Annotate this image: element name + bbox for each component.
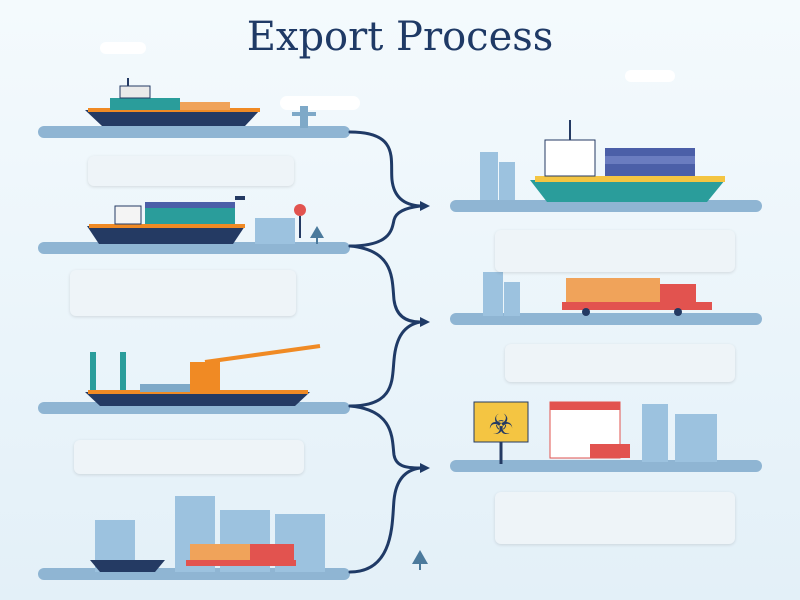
connector-arrow [348, 244, 422, 324]
port-city-illustration [90, 496, 325, 572]
connector-arrow [348, 466, 422, 574]
step-card [505, 344, 735, 382]
connector-arrow [348, 404, 422, 470]
connector-arrow [348, 320, 422, 408]
arrowhead [420, 463, 430, 473]
platform [450, 460, 762, 472]
hazard-sign-icon: ☣ [488, 408, 513, 441]
tree-icon [310, 226, 324, 244]
platform [38, 126, 350, 138]
arrowhead [420, 317, 430, 327]
customs-documents-illustration: ☣ [473, 401, 717, 464]
step-card [70, 270, 296, 316]
loaded-ship-illustration [87, 196, 306, 244]
tree-icon [412, 550, 428, 570]
step-card [88, 156, 294, 186]
page-title: Export Process [246, 14, 554, 60]
connector-arrow [348, 130, 422, 208]
port-crane-illustration [85, 344, 321, 406]
step-card [74, 440, 304, 474]
container-ship-illustration [480, 120, 725, 202]
arrowhead [420, 201, 430, 211]
platform [450, 313, 762, 325]
cloud [100, 42, 146, 54]
platform [38, 242, 350, 254]
connector-arrow [348, 204, 422, 248]
cloud [625, 70, 675, 82]
truck-warehouse-illustration [483, 272, 712, 316]
harbor-tower [292, 106, 316, 128]
cargo-ship-illustration [85, 78, 260, 126]
step-card [495, 230, 735, 272]
step-card [495, 492, 735, 544]
platform [450, 200, 762, 212]
